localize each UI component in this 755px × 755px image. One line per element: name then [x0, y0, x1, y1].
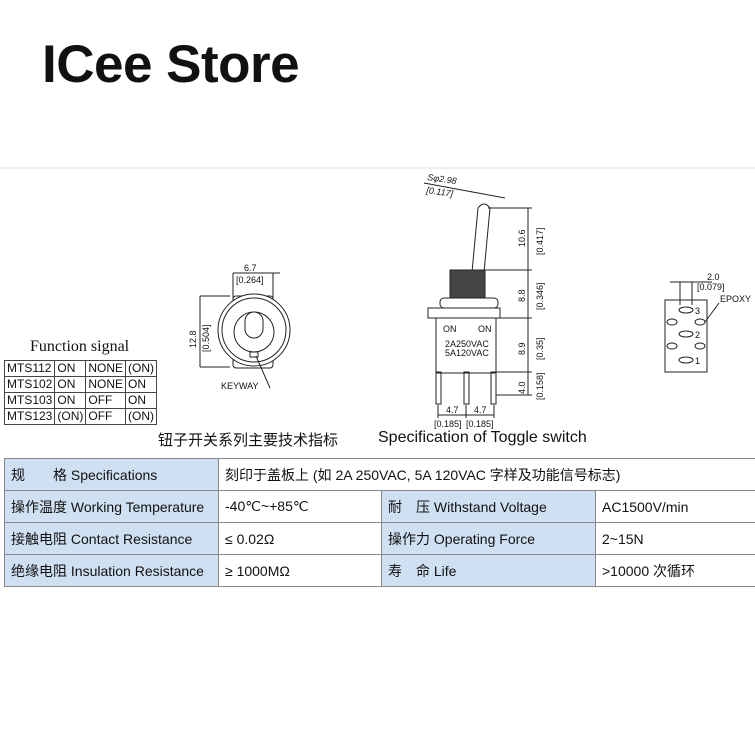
on-right-label: ON: [478, 324, 492, 334]
spec-label: 操作力 Operating Force: [381, 522, 596, 555]
ball-diameter-mm: Sφ2.98: [427, 172, 457, 186]
table-row: MTS123(ON)OFF(ON): [3, 408, 158, 425]
brand-title: ICee Store: [42, 35, 300, 94]
pin-1-label: 1: [695, 356, 700, 366]
dim-lever-mm: 10.6: [517, 229, 527, 247]
bottom-width-in: [0.079]: [697, 282, 725, 292]
cell: OFF: [85, 392, 127, 409]
spec-value: ≤ 0.02Ω: [218, 522, 382, 555]
cell: ON: [54, 360, 87, 377]
ball-diameter-in: [0.117]: [425, 185, 454, 199]
pitch-left-mm: 4.7: [446, 405, 459, 415]
table-row: 规 格 Specifications 刻印于盖板上 (如 2A 250VAC, …: [4, 458, 755, 491]
function-signal-title: Function signal: [30, 338, 130, 355]
dim-body-mm: 8.9: [517, 342, 527, 355]
dim-body-in: [0.35]: [535, 337, 545, 360]
spec-value: -40℃~+85℃: [218, 490, 382, 523]
cell: MTS102: [3, 376, 56, 393]
pin-2-label: 2: [695, 330, 700, 340]
on-left-label: ON: [443, 324, 457, 334]
cell: MTS123: [3, 408, 56, 425]
cell: (ON): [125, 360, 158, 377]
front-width-mm: 6.7: [244, 263, 257, 273]
caption-english: Specification of Toggle switch: [378, 429, 587, 446]
cell: NONE: [85, 360, 127, 377]
front-width-in: [0.264]: [236, 275, 264, 285]
dim-pin-mm: 4.0: [517, 381, 527, 394]
front-height-mm: 12.8: [188, 330, 198, 348]
table-row: 操作温度 Working Temperature -40℃~+85℃ 耐 压 W…: [4, 490, 755, 523]
cell: MTS103: [3, 392, 56, 409]
spec-label: 操作温度 Working Temperature: [4, 490, 219, 523]
spec-label: 规 格 Specifications: [4, 458, 219, 491]
pitch-right-mm: 4.7: [474, 405, 487, 415]
spec-label: 绝缘电阻 Insulation Resistance: [4, 554, 219, 587]
bottom-width-mm: 2.0: [707, 272, 720, 282]
dim-bushing-in: [0.346]: [535, 282, 545, 310]
spec-table: 规 格 Specifications 刻印于盖板上 (如 2A 250VAC, …: [4, 458, 755, 587]
side-view: Sφ2.98 [0.117] ON ON 2A250VAC 5A120VAC 1…: [423, 172, 545, 429]
pin-3-label: 3: [695, 306, 700, 316]
table-row: 接触电阻 Contact Resistance ≤ 0.02Ω 操作力 Oper…: [4, 522, 755, 555]
pitch-right-in: [0.185]: [466, 419, 494, 429]
spec-value: ≥ 1000MΩ: [218, 554, 382, 587]
pitch-left-in: [0.185]: [434, 419, 462, 429]
caption-chinese: 钮子开关系列主要技术指标: [158, 432, 339, 449]
cell: OFF: [85, 408, 127, 425]
cell: NONE: [85, 376, 127, 393]
rating-line-2: 5A120VAC: [445, 348, 489, 358]
keyway-label: KEYWAY: [221, 381, 259, 391]
cell: (ON): [54, 408, 87, 425]
cell: MTS112: [3, 360, 56, 377]
spec-value: 刻印于盖板上 (如 2A 250VAC, 5A 120VAC 字样及功能信号标志…: [218, 458, 755, 491]
cell: (ON): [125, 408, 158, 425]
epoxy-label: EPOXY: [720, 294, 751, 304]
spec-value: AC1500V/min: [595, 490, 755, 523]
spec-value: 2~15N: [595, 522, 755, 555]
cell: ON: [54, 376, 87, 393]
table-row: 绝缘电阻 Insulation Resistance ≥ 1000MΩ 寿 命 …: [4, 554, 755, 587]
dim-pin-in: [0.158]: [535, 372, 545, 400]
spec-label: 寿 命 Life: [381, 554, 596, 587]
dim-lever-in: [0.417]: [535, 227, 545, 255]
spec-label: 接触电阻 Contact Resistance: [4, 522, 219, 555]
divider: [0, 167, 755, 169]
spec-label: 耐 压 Withstand Voltage: [381, 490, 596, 523]
dim-bushing-mm: 8.8: [517, 289, 527, 302]
cell: ON: [54, 392, 87, 409]
rating-line-1: 2A250VAC: [445, 339, 489, 349]
front-view: 6.7 [0.264] 12.8 [0.504] KEYWAY: [188, 263, 291, 391]
bottom-view: 2.0 [0.079] EPOXY 1 2 3: [664, 272, 751, 373]
front-height-in: [0.504]: [201, 324, 211, 352]
cell: ON: [125, 376, 158, 393]
cell: ON: [125, 392, 158, 409]
spec-value: >10000 次循环: [595, 554, 755, 587]
